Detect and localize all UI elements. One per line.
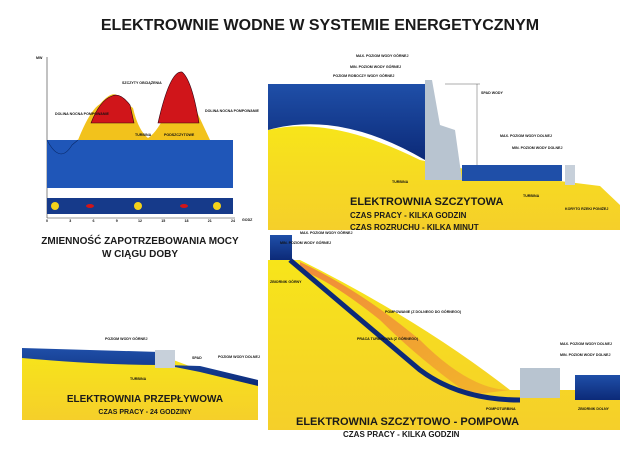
label: MAX. POZIOM WODY GÓRNEJ: [300, 230, 352, 235]
run-plant-title: ELEKTROWNIA PRZEPŁYWOWA: [67, 394, 223, 405]
sunset-icon: [180, 204, 188, 208]
label: POMPOTURBINA: [486, 407, 516, 411]
label-valley-right: DOLINA NOCNA POMPOWANIE: [205, 109, 259, 113]
label-subpeak: PODSZCZYTOWE: [164, 133, 195, 137]
x-tick-label: 12: [138, 219, 142, 223]
label: ZBIORNIK DOLNY: [578, 407, 610, 411]
label: POZIOM ROBOCZY WODY GÓRNEJ: [333, 73, 394, 78]
label: TURBINA: [523, 194, 540, 198]
x-tick-label: 15: [161, 219, 165, 223]
poster-title: ELEKTROWNIE WODNE W SYSTEMIE ENERGETYCZN…: [101, 17, 539, 34]
peak-plant-diagram: MAX. POZIOM WODY GÓRNEJ MIN. POZIOM WODY…: [268, 53, 620, 232]
x-unit: GODZ: [242, 218, 253, 222]
label: MAX. POZIOM WODY DOLNEJ: [560, 342, 612, 346]
dam: [425, 80, 462, 180]
x-tick-label: 24: [231, 219, 235, 223]
x-tick-label: 6: [93, 219, 95, 223]
label: PRACA TURBINOWA (Z GÓRNEGO): [357, 336, 419, 341]
peak-plant-title: ELEKTROWNIA SZCZYTOWA: [350, 196, 503, 208]
label: SPAD WODY: [481, 91, 503, 95]
x-tick-label: 21: [208, 219, 212, 223]
label: ZBIORNIK GÓRNY: [270, 279, 302, 284]
x-tick-label: 9: [116, 219, 118, 223]
label: TURBINA: [392, 180, 409, 184]
label: SPAD: [192, 356, 202, 360]
x-tick-label: 18: [185, 219, 189, 223]
label: KORYTO RZEKI PONIŻEJ: [565, 207, 608, 211]
chart-caption-1: ZMIENNOŚĆ ZAPOTRZEBOWANIA MOCY: [41, 234, 239, 247]
label: MIN. POZIOM WODY DOLNEJ: [512, 146, 562, 150]
label: MAX. POZIOM WODY GÓRNEJ: [356, 53, 408, 58]
label: TURBINA: [130, 377, 147, 381]
powerhouse: [155, 350, 175, 368]
label: MAX. POZIOM WODY DOLNEJ: [500, 134, 552, 138]
peak-plant-line-1: CZAS PRACY - KILKA GODZIN: [350, 211, 467, 220]
peak-load-area: [90, 71, 200, 124]
load-chart: MW SZCZYTY OBCIĄŻENIA DOLINA NOCNA POMPO…: [36, 56, 259, 260]
run-of-river-diagram: POZIOM WODY GÓRNEJ SPAD POZIOM WODY DOLN…: [22, 336, 260, 420]
pumped-plant-title: ELEKTROWNIA SZCZYTOWO - POMPOWA: [296, 416, 519, 428]
sunrise-icon: [86, 204, 94, 208]
label: MIN. POZIOM WODY DOLNEJ: [560, 353, 610, 357]
base-load-band: [47, 140, 233, 188]
sun-icon: [134, 202, 142, 210]
label: POZIOM WODY DOLNEJ: [218, 355, 260, 359]
pumped-plant-line-1: CZAS PRACY - KILKA GODZIN: [343, 430, 460, 439]
run-plant-line-1: CZAS PRACY - 24 GODZINY: [98, 409, 192, 416]
chart-caption-2: W CIĄGU DOBY: [102, 249, 178, 260]
x-tick-label: 0: [46, 219, 48, 223]
x-tick-label: 3: [69, 219, 71, 223]
peak-plant-line-2: CZAS ROZRUCHU - KILKA MINUT: [350, 223, 479, 232]
moon-icon: [51, 202, 59, 210]
label: POZIOM WODY GÓRNEJ: [105, 336, 147, 341]
y-unit: MW: [36, 56, 43, 60]
label: MIN. POZIOM WODY GÓRNEJ: [280, 240, 331, 245]
label-valley-left: DOLINA NOCNA POMPOWANIE: [55, 112, 109, 116]
label-peaks: SZCZYTY OBCIĄŻENIA: [122, 81, 162, 85]
label: POMPOWANIE (Z DOLNEGO DO GÓRNEGO): [385, 309, 462, 314]
pumped-storage-diagram: MAX. POZIOM WODY GÓRNEJ MIN. POZIOM WODY…: [268, 230, 620, 439]
moon-icon: [213, 202, 221, 210]
label-turbine: TURBINA: [135, 133, 152, 137]
label: MIN. POZIOM WODY GÓRNEJ: [350, 64, 401, 69]
